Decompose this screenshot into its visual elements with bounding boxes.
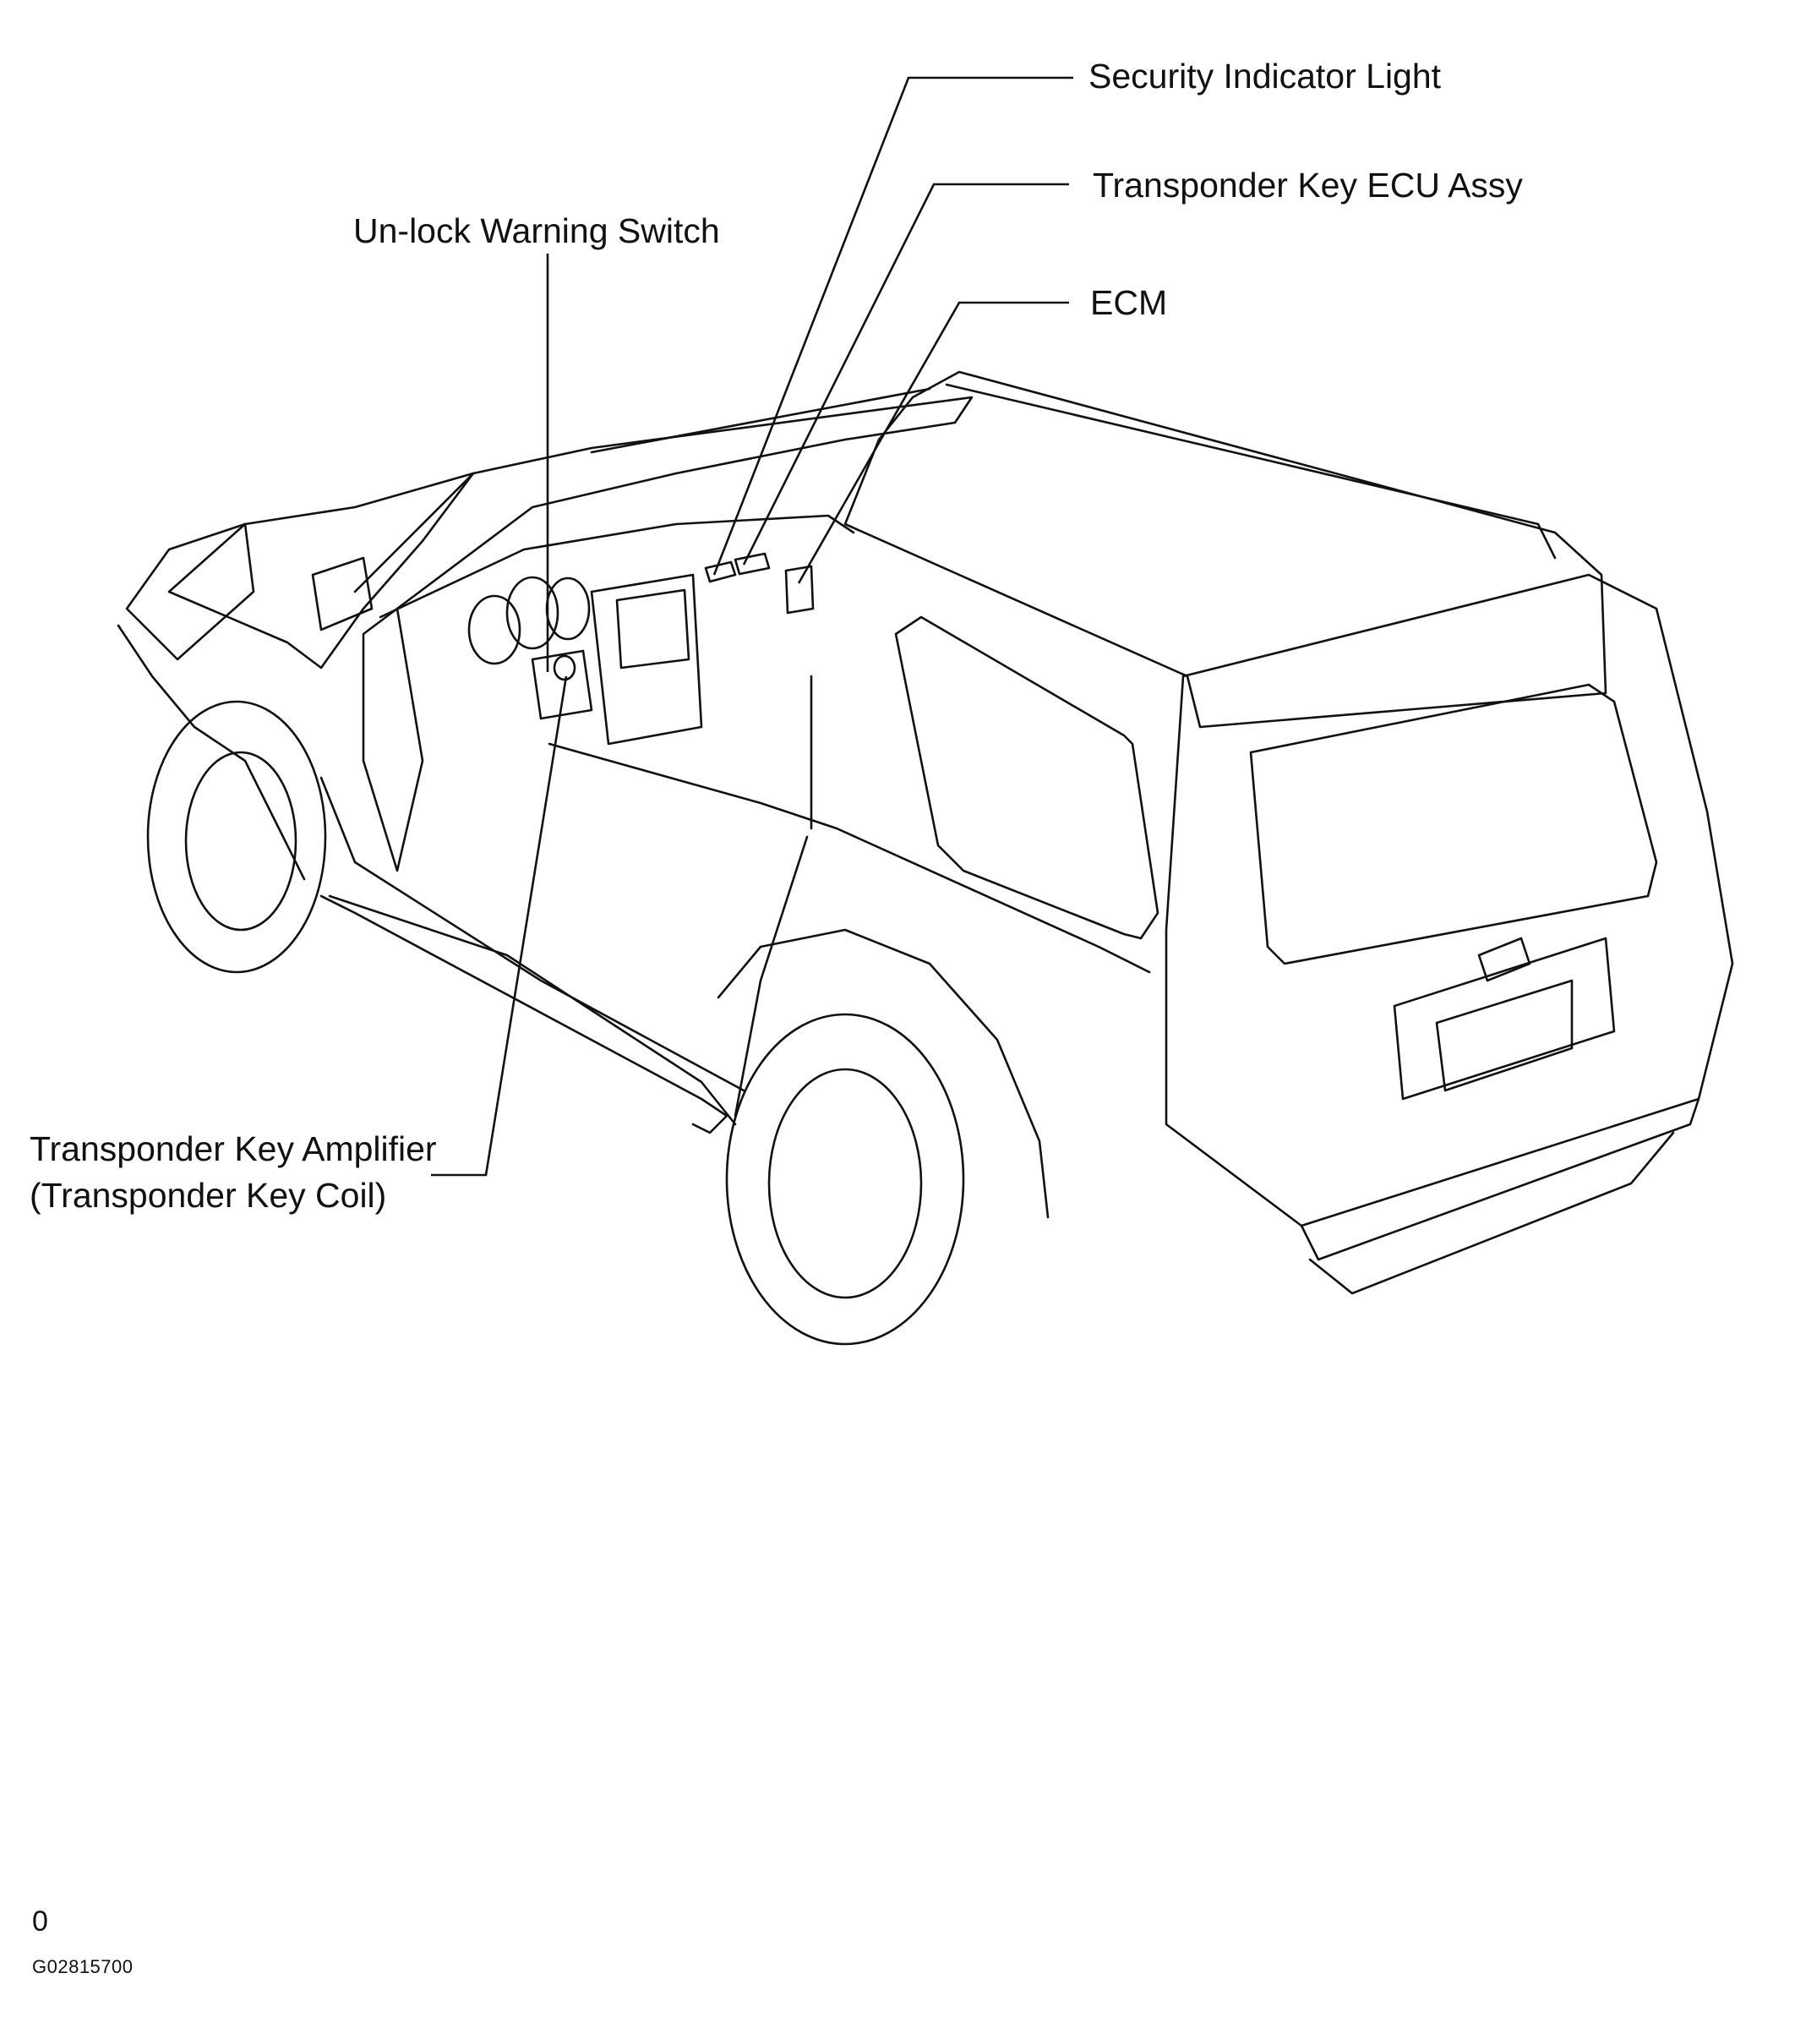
ecm-box — [784, 565, 815, 615]
transponder-ecu-box — [734, 552, 771, 576]
rear-door-edge — [734, 835, 809, 1118]
rear-bumper-lower — [1308, 1131, 1675, 1295]
steering-column — [531, 649, 593, 720]
side-mirror — [311, 556, 374, 631]
rear-handle — [1477, 937, 1531, 982]
label-transponder-key-amplifier: Transponder Key Amplifier — [30, 1129, 437, 1168]
rear-quarter — [1165, 573, 1734, 1227]
key-cylinder — [553, 654, 576, 681]
leader-security-indicator-light — [712, 76, 1073, 576]
rear-side-window — [894, 615, 1159, 940]
center-console — [590, 573, 703, 746]
driver-door-open — [362, 607, 424, 872]
label-ecm: ECM — [1090, 283, 1168, 322]
roof-rail-right — [945, 383, 1557, 560]
leader-ecm — [797, 301, 1069, 584]
gauge-cluster-left — [467, 594, 521, 665]
rear-wheel-tire — [725, 1013, 965, 1346]
footer-mark: 0 — [32, 1905, 48, 1937]
roof-outline — [843, 370, 1607, 729]
label-transponder-key-ecu-assy: Transponder Key ECU Assy — [1093, 166, 1523, 205]
label-transponder-key-coil: (Transponder Key Coil) — [30, 1176, 387, 1215]
rear-bumper — [1300, 1097, 1700, 1261]
center-stack — [615, 588, 690, 669]
rear-window — [1249, 683, 1658, 965]
rear-wheel-arch — [717, 928, 1050, 1219]
rocker-panel — [328, 894, 737, 1126]
gauge-cluster-right — [545, 577, 591, 641]
leader-transponder-key-amplifier — [431, 675, 568, 1177]
front-bumper — [125, 522, 255, 661]
rear-wheel-rim — [767, 1068, 923, 1299]
windshield-frame — [353, 396, 974, 610]
running-board — [319, 894, 728, 1134]
body-side-top — [548, 742, 1151, 974]
front-hood — [167, 472, 475, 669]
front-wheel-rim — [184, 751, 297, 932]
figure-code: G02815700 — [32, 1956, 134, 1977]
roof-rail-left — [590, 387, 931, 454]
leader-transponder-key-ecu-assy — [742, 183, 1069, 566]
security-indicator-box — [704, 560, 737, 583]
side-body-lower — [319, 776, 745, 1092]
front-wheel-tire — [146, 700, 327, 974]
gauge-cluster-center — [505, 576, 559, 650]
label-unlock-warning-switch: Un-lock Warning Switch — [353, 211, 720, 250]
label-security-indicator-light: Security Indicator Light — [1088, 57, 1442, 96]
license-plate — [1435, 979, 1574, 1092]
license-plate-recess — [1393, 937, 1616, 1101]
front-fender — [117, 624, 306, 881]
dashboard-top — [379, 514, 855, 619]
suv-line-drawing — [117, 370, 1734, 1346]
